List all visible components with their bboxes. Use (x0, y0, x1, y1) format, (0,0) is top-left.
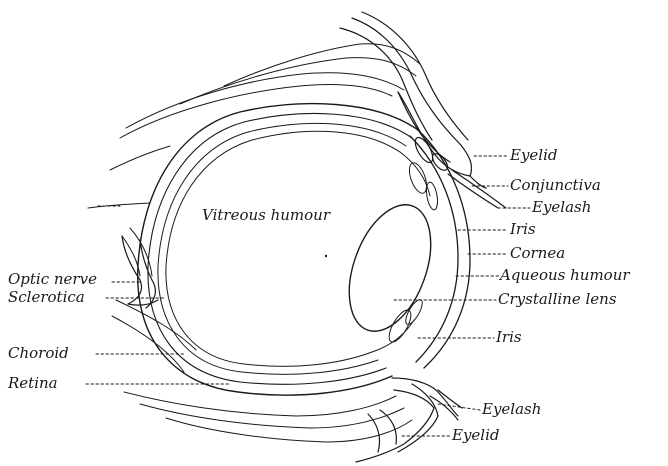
label-iris-top: Iris (510, 222, 536, 237)
choroid-layer (148, 114, 412, 385)
retina-layer (158, 123, 406, 374)
label-eyelash-top: Eyelash (532, 200, 591, 215)
label-crystalline-lens: Crystalline lens (498, 292, 617, 307)
label-retina: Retina (8, 376, 58, 391)
label-eyelid-bottom: Eyelid (452, 428, 500, 443)
label-conjunctiva: Conjunctiva (510, 178, 601, 193)
crystalline-lens (334, 194, 447, 343)
orbital-fibres (88, 44, 420, 442)
label-choroid: Choroid (8, 346, 69, 361)
label-eyelid-top: Eyelid (510, 148, 558, 163)
label-aqueous-humour: Aqueous humour (500, 268, 630, 283)
label-iris-bottom: Iris (496, 330, 522, 345)
upper-eyelid (340, 12, 506, 208)
label-eyelash-bottom: Eyelash (482, 402, 541, 417)
label-vitreous-humour: Vitreous humour (202, 208, 330, 223)
label-sclerotica: Sclerotica (8, 290, 85, 305)
sclerotica-layer (138, 104, 418, 396)
iris (372, 152, 439, 352)
label-cornea: Cornea (510, 246, 565, 261)
label-optic-nerve: Optic nerve (8, 272, 97, 287)
vitreous-center-dot (325, 255, 327, 257)
